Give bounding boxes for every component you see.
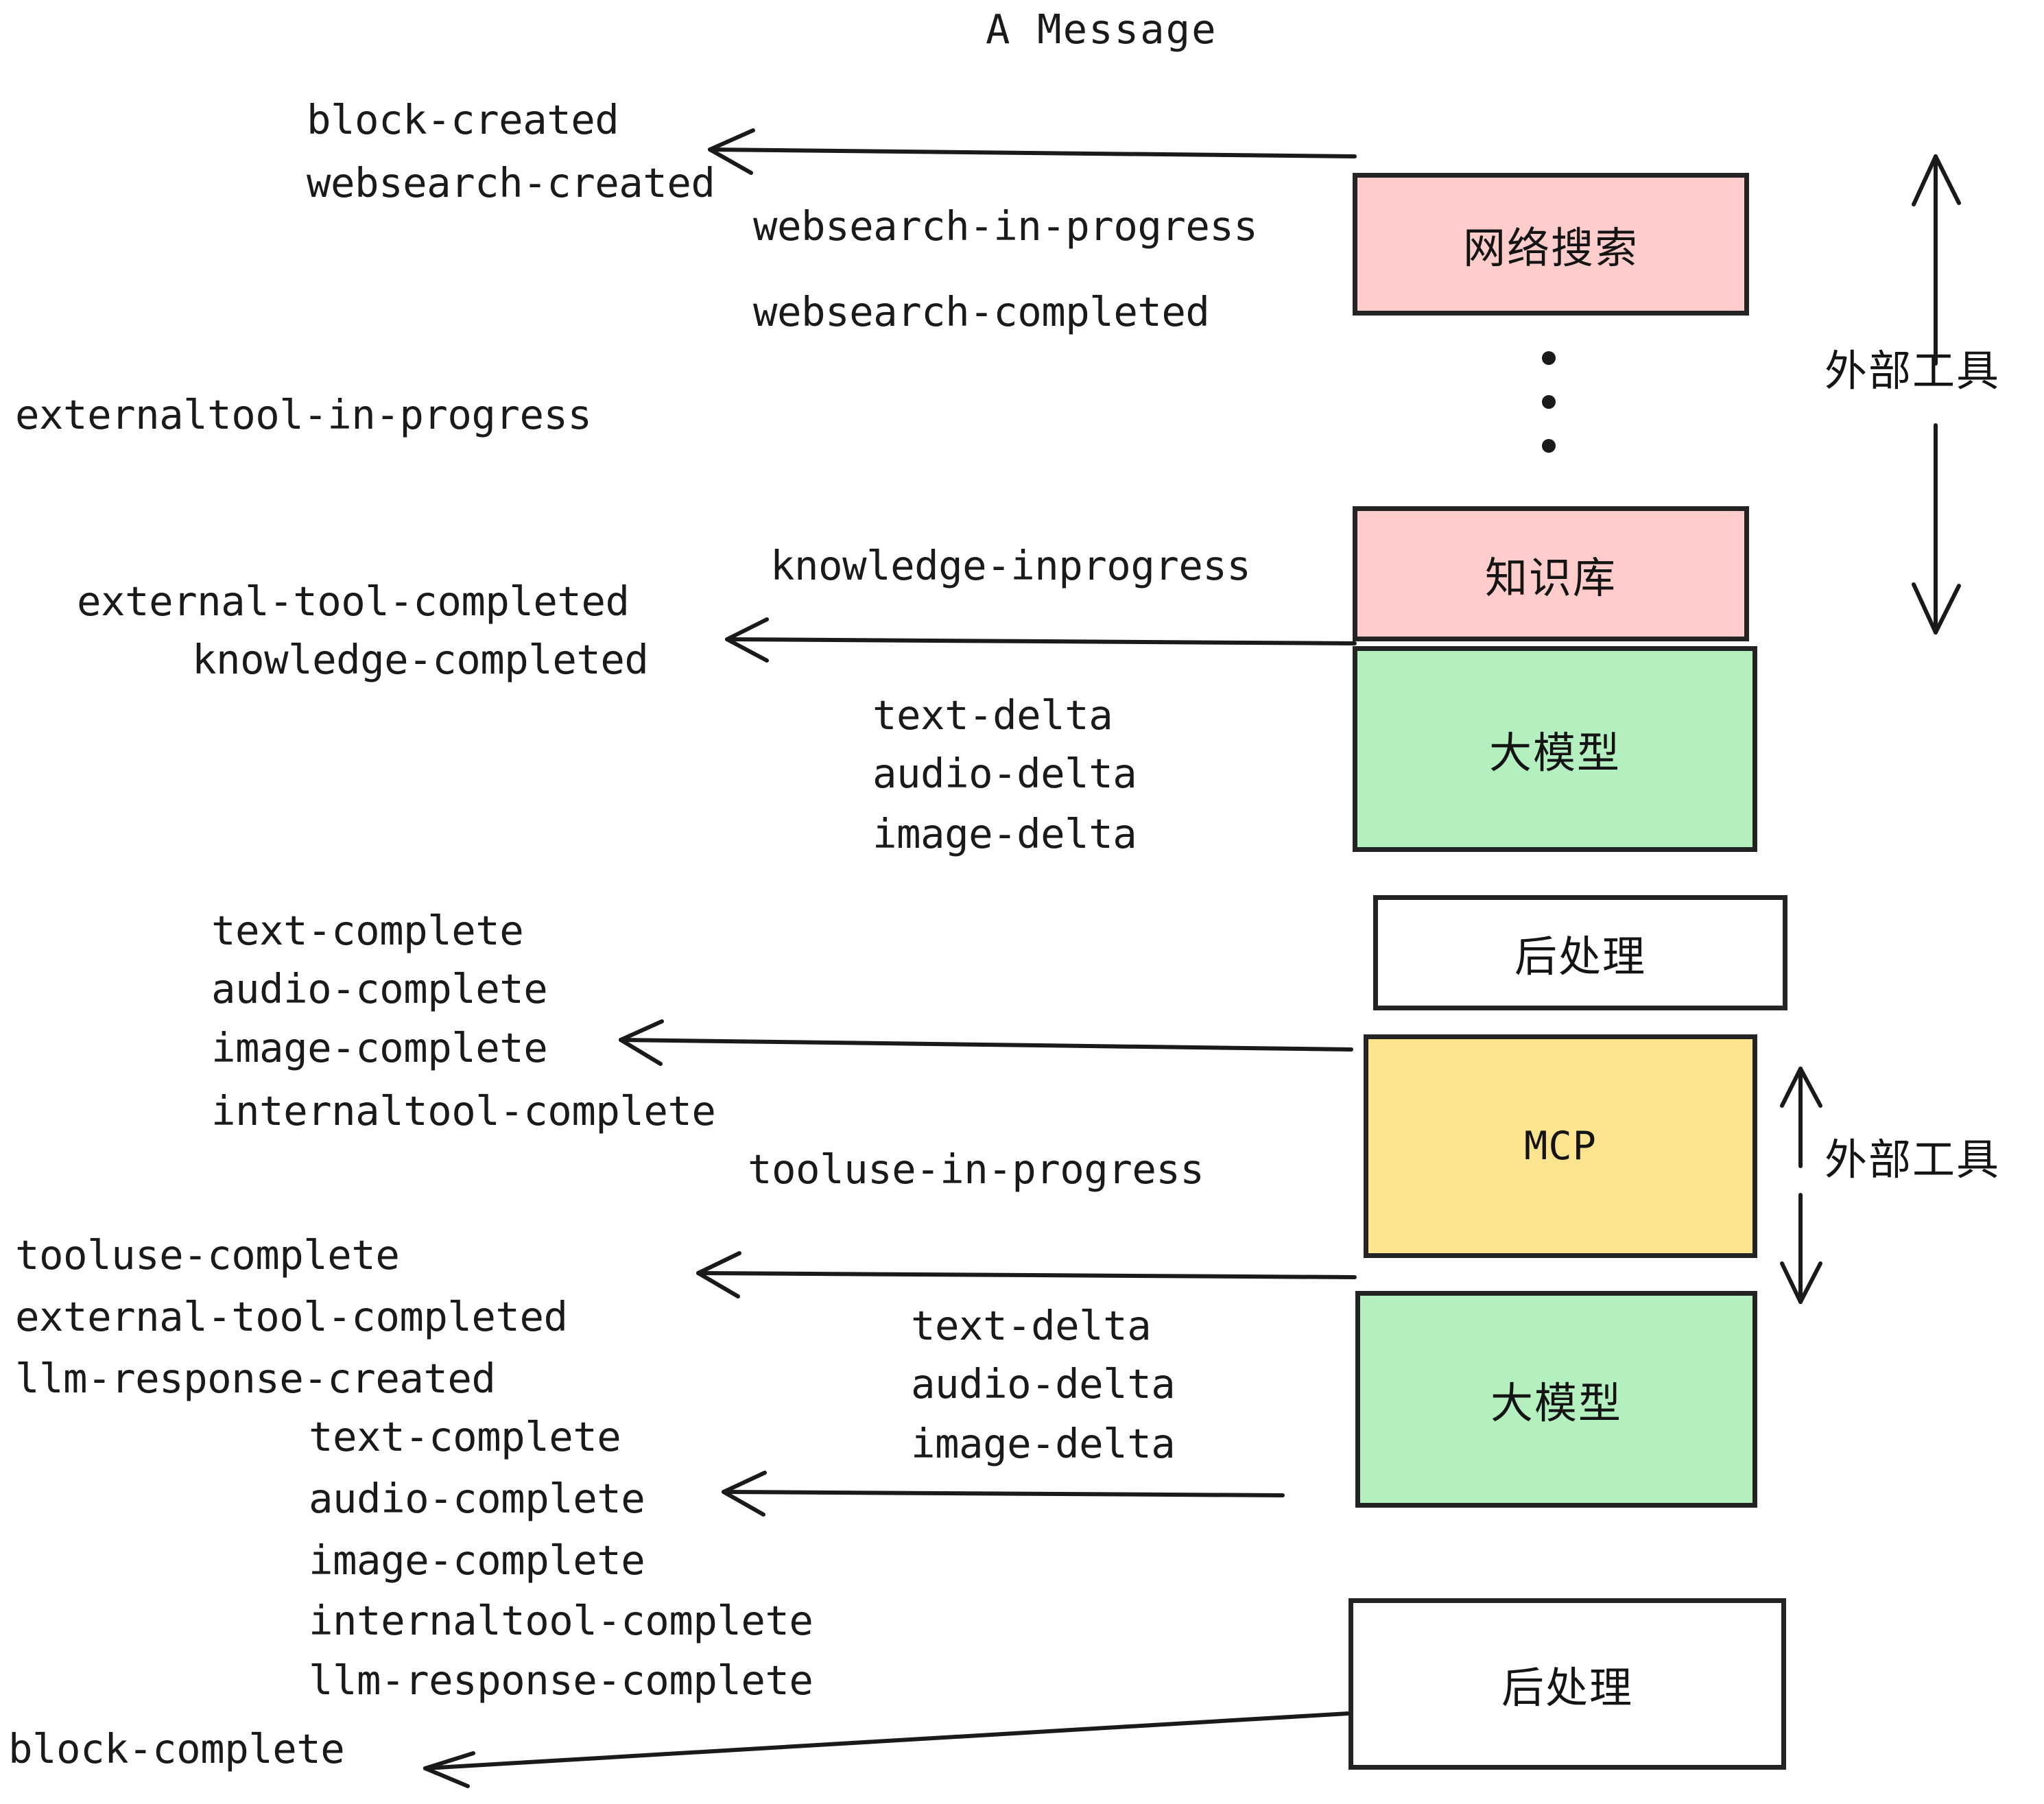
- arrow-postprocess1-to-image-complete: [619, 1019, 1353, 1066]
- event-label-audio-complete-1: audio-complete: [211, 965, 548, 1012]
- event-label-text-complete-2: text-complete: [309, 1413, 621, 1460]
- arrow-websearch-to-block-created: [708, 128, 1357, 175]
- event-label-audio-complete-2: audio-complete: [309, 1475, 645, 1522]
- box-llm-1[interactable]: 大模型: [1353, 646, 1757, 852]
- event-label-external-tool-completed-2: external-tool-completed: [15, 1293, 568, 1340]
- vertical-ellipsis-icon: [1542, 351, 1556, 483]
- event-label-external-tool-completed-1: external-tool-completed: [77, 578, 630, 625]
- box-postprocess-1[interactable]: 后处理: [1373, 895, 1787, 1010]
- event-label-llm-response-created: llm-response-created: [15, 1355, 496, 1402]
- side-label-external-tool-bottom: 外部工具: [1825, 1135, 2001, 1185]
- box-llm-2[interactable]: 大模型: [1355, 1291, 1757, 1508]
- event-label-tooluse-complete: tooluse-complete: [15, 1231, 400, 1279]
- arrow-llm2-to-audio-complete: [722, 1471, 1285, 1517]
- event-label-llm-response-complete: llm-response-complete: [309, 1657, 813, 1704]
- box-knowledge[interactable]: 知识库: [1353, 506, 1749, 641]
- event-label-image-complete-1: image-complete: [211, 1024, 548, 1071]
- box-llm-2-label: 大模型: [1490, 1378, 1622, 1428]
- box-knowledge-label: 知识库: [1484, 552, 1617, 603]
- event-label-internaltool-complete-2: internaltool-complete: [309, 1597, 813, 1644]
- event-label-tooluse-in-progress: tooluse-in-progress: [748, 1146, 1204, 1193]
- event-label-audio-delta-1: audio-delta: [872, 750, 1137, 797]
- box-postprocess-2-label: 后处理: [1501, 1663, 1633, 1713]
- event-label-image-complete-2: image-complete: [309, 1536, 645, 1584]
- side-label-external-tool-top: 外部工具: [1825, 346, 2001, 396]
- event-label-text-complete-1: text-complete: [211, 907, 524, 954]
- box-postprocess-2[interactable]: 后处理: [1348, 1598, 1786, 1770]
- box-websearch-label: 网络搜索: [1462, 223, 1639, 273]
- event-label-websearch-in-progress: websearch-in-progress: [753, 202, 1258, 250]
- event-label-internaltool-complete-1: internaltool-complete: [211, 1087, 716, 1135]
- event-label-block-complete: block-complete: [8, 1725, 345, 1772]
- event-label-image-delta-1: image-delta: [872, 810, 1137, 857]
- event-label-knowledge-inprogress: knowledge-inprogress: [770, 542, 1251, 589]
- event-label-block-created: block-created: [307, 96, 619, 143]
- box-mcp[interactable]: MCP: [1364, 1034, 1757, 1258]
- arrow-postprocess2-to-block-complete: [423, 1711, 1351, 1788]
- box-mcp-label: MCP: [1524, 1124, 1597, 1169]
- box-websearch[interactable]: 网络搜索: [1353, 173, 1749, 316]
- event-label-image-delta-2: image-delta: [911, 1420, 1176, 1467]
- box-postprocess-1-label: 后处理: [1514, 931, 1646, 982]
- page-title: A Message: [986, 5, 1217, 53]
- event-label-text-delta-1: text-delta: [872, 691, 1113, 739]
- event-label-knowledge-completed: knowledge-completed: [192, 636, 649, 683]
- event-label-audio-delta-2: audio-delta: [911, 1360, 1176, 1408]
- box-llm-1-label: 大模型: [1488, 728, 1621, 778]
- event-label-externaltool-in-progress: externaltool-in-progress: [15, 391, 592, 438]
- arrow-mcp-to-tooluse-complete: [696, 1251, 1357, 1298]
- event-label-websearch-completed: websearch-completed: [753, 288, 1210, 335]
- event-label-websearch-created: websearch-created: [307, 159, 715, 206]
- arrow-knowledge-to-knowledge-completed: [725, 617, 1357, 663]
- event-label-text-delta-2: text-delta: [911, 1302, 1152, 1349]
- bracket-external-tool-bottom: [1780, 1067, 1822, 1304]
